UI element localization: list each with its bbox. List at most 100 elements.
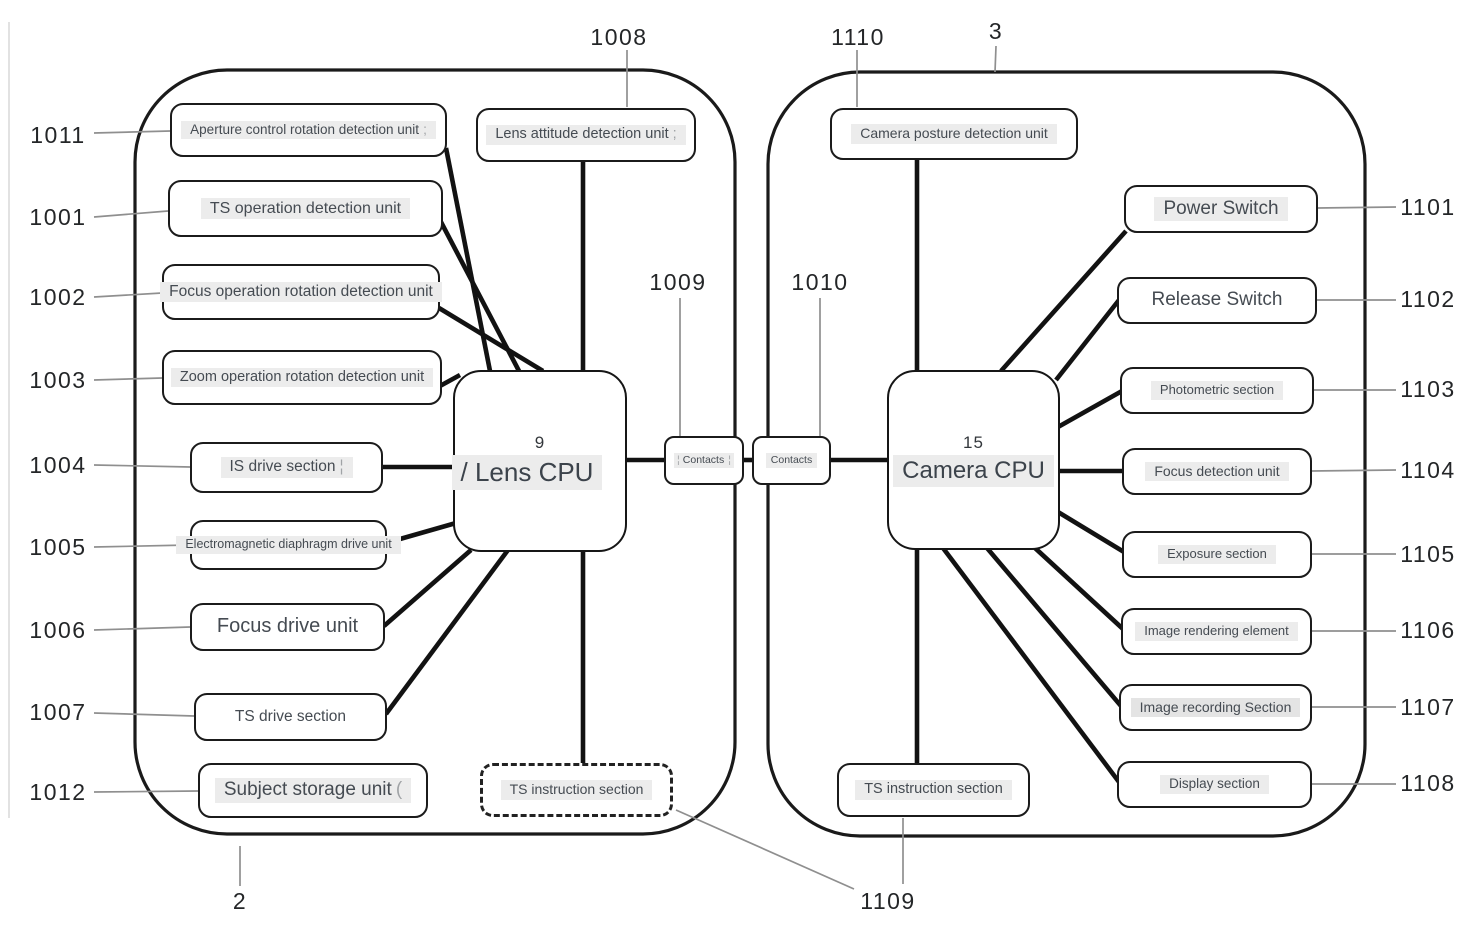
lens-unit-box-aperture-control-rotation-detection: Aperture control rotation detection unit… xyxy=(170,103,447,157)
lens-unit-box-electromagnetic-diaphragm-drive: Electromagnetic diaphragm drive unit xyxy=(176,520,401,570)
leader-1104 xyxy=(1311,469,1397,472)
box-label: TS operation detection unit xyxy=(200,197,411,220)
lens-contacts-box: ¦Contacts¦ xyxy=(664,436,744,485)
camera-contacts-box: Contacts xyxy=(752,436,831,485)
ref-label-1008: 1008 xyxy=(590,24,648,50)
ref-label-1109: 1109 xyxy=(860,888,916,914)
leader-lines xyxy=(93,45,1397,890)
leader-1005 xyxy=(93,544,191,548)
leader-1001 xyxy=(93,210,169,218)
ref-label-1108: 1108 xyxy=(1400,770,1456,796)
ref-label-1102: 1102 xyxy=(1400,286,1456,312)
box-label: TS instruction section xyxy=(500,780,653,800)
ref-label-1106: 1106 xyxy=(1400,617,1456,643)
box-label: Contacts xyxy=(765,452,818,469)
box-label: Exposure section xyxy=(1158,545,1276,564)
box-label: TS drive section xyxy=(234,707,347,725)
camera-unit-box-release-switch: Release Switch xyxy=(1117,277,1317,324)
ref-label-1004: 1004 xyxy=(29,452,87,478)
ref-label-1002: 1002 xyxy=(29,284,87,310)
camera-ts-instruction-section-box: TS instruction section xyxy=(837,763,1030,817)
leader-3 xyxy=(994,45,997,73)
box-label: TS instruction section xyxy=(855,780,1012,800)
ref-label-1006: 1006 xyxy=(29,617,87,643)
lens-unit-box-ts-drive-section: TS drive section xyxy=(194,693,387,741)
box-label: Image rendering element xyxy=(1135,622,1298,641)
leader-1002 xyxy=(93,292,163,298)
box-label: ¦Contacts¦ xyxy=(674,452,734,469)
leader-1011 xyxy=(93,130,171,134)
leader-1007 xyxy=(93,712,195,717)
ref-label-1105: 1105 xyxy=(1400,541,1456,567)
connector-photometric-to-camera-cpu xyxy=(1056,388,1124,430)
box-label: Zoom operation rotation detection unit xyxy=(170,367,434,388)
ref-label-1003: 1003 xyxy=(29,367,87,393)
camera-unit-box-power-switch: Power Switch xyxy=(1124,185,1318,233)
lens-connectors xyxy=(382,147,756,765)
ref-label-1010: 1010 xyxy=(791,269,849,295)
box-label: IS drive section¦ xyxy=(220,457,353,478)
connector-exposure-to-camera-cpu xyxy=(1056,510,1126,554)
box-label: Focus detection unit xyxy=(1145,461,1289,482)
ref-label-1011: 1011 xyxy=(30,122,86,148)
connector-zoom-operation-to-lens-cpu xyxy=(438,372,462,389)
box-label: Subject storage unit( xyxy=(214,778,412,803)
camera-unit-box-exposure-section: Exposure section xyxy=(1122,531,1312,578)
camera-unit-box-image-rendering-element: Image rendering element xyxy=(1121,608,1312,655)
box-label: Photometric section xyxy=(1150,381,1284,400)
leader-1003 xyxy=(93,377,163,381)
connector-ts-drive-to-lens-cpu xyxy=(384,548,510,716)
connector-power-switch-to-camera-cpu xyxy=(999,229,1128,373)
connector-image-recording-to-camera-cpu xyxy=(985,546,1123,708)
lens-unit-box-focus-operation-rotation-detection: Focus operation rotation detection unit xyxy=(160,264,442,320)
connector-release-switch-to-camera-cpu xyxy=(1054,298,1121,382)
box-label: Camera posture detection unit xyxy=(851,124,1057,144)
ref-label-1101: 1101 xyxy=(1400,194,1456,220)
connector-focus-operation-to-lens-cpu xyxy=(437,306,545,373)
leader-1109-diagonal xyxy=(675,809,855,890)
connector-image-rendering-to-camera-cpu xyxy=(1033,546,1125,631)
ref-label-1012: 1012 xyxy=(29,779,87,805)
connector-display-to-camera-cpu xyxy=(941,546,1121,784)
ref-label-1007: 1007 xyxy=(29,699,87,725)
ref-label-1001: 1001 xyxy=(29,204,87,230)
ref-label-1110: 1110 xyxy=(831,24,885,50)
camera-unit-box-display-section: Display section xyxy=(1117,761,1312,808)
lens-cpu-ref: 9 xyxy=(534,432,546,452)
lens-unit-box-ts-operation-detection: TS operation detection unit xyxy=(168,180,443,237)
camera-cpu-ref: 15 xyxy=(963,433,984,452)
ref-label-2: 2 xyxy=(232,888,248,914)
camera-unit-box-image-recording-section: Image recording Section xyxy=(1119,684,1312,731)
leader-1012 xyxy=(93,790,199,793)
leader-1101 xyxy=(1317,206,1397,209)
camera-unit-box-photometric-section: Photometric section xyxy=(1120,367,1314,414)
box-label: Release Switch xyxy=(1151,289,1283,311)
lens-unit-box-zoom-operation-rotation-detection: Zoom operation rotation detection unit xyxy=(162,350,442,405)
camera-unit-box-focus-detection-unit: Focus detection unit xyxy=(1122,448,1312,495)
leader-1006 xyxy=(93,626,191,631)
lens-attitude-detection-box: Lens attitude detection unit; xyxy=(476,108,696,162)
leader-1004 xyxy=(93,464,191,468)
lens-ts-instruction-section-box: TS instruction section xyxy=(480,763,673,817)
ref-label-1009: 1009 xyxy=(649,269,707,295)
box-label: Lens attitude detection unit; xyxy=(486,125,686,145)
camera-connectors xyxy=(827,160,1128,784)
box-label: Image recording Section xyxy=(1130,697,1301,718)
ref-label-1103: 1103 xyxy=(1400,376,1456,402)
ref-label-1104: 1104 xyxy=(1400,457,1456,483)
ref-label-3: 3 xyxy=(988,18,1004,44)
ref-label-1005: 1005 xyxy=(29,534,87,560)
camera-cpu-label: Camera CPU xyxy=(893,455,1054,487)
box-label: Display section xyxy=(1160,775,1269,794)
box-label: Power Switch xyxy=(1154,196,1288,222)
lens-cpu-box: 9 / Lens CPU xyxy=(451,370,627,552)
box-label: Electromagnetic diaphragm drive unit xyxy=(176,536,401,554)
box-label: Aperture control rotation detection unit… xyxy=(181,120,436,140)
lens-cpu-label: / Lens CPU xyxy=(451,454,603,490)
box-label: Focus operation rotation detection unit xyxy=(160,281,442,303)
connector-focus-drive-to-lens-cpu xyxy=(382,548,473,628)
lens-unit-box-is-drive-section: IS drive section¦ xyxy=(190,442,383,493)
camera-cpu-box: 15 Camera CPU xyxy=(887,370,1060,550)
lens-unit-box-subject-storage-unit: Subject storage unit( xyxy=(198,763,428,818)
